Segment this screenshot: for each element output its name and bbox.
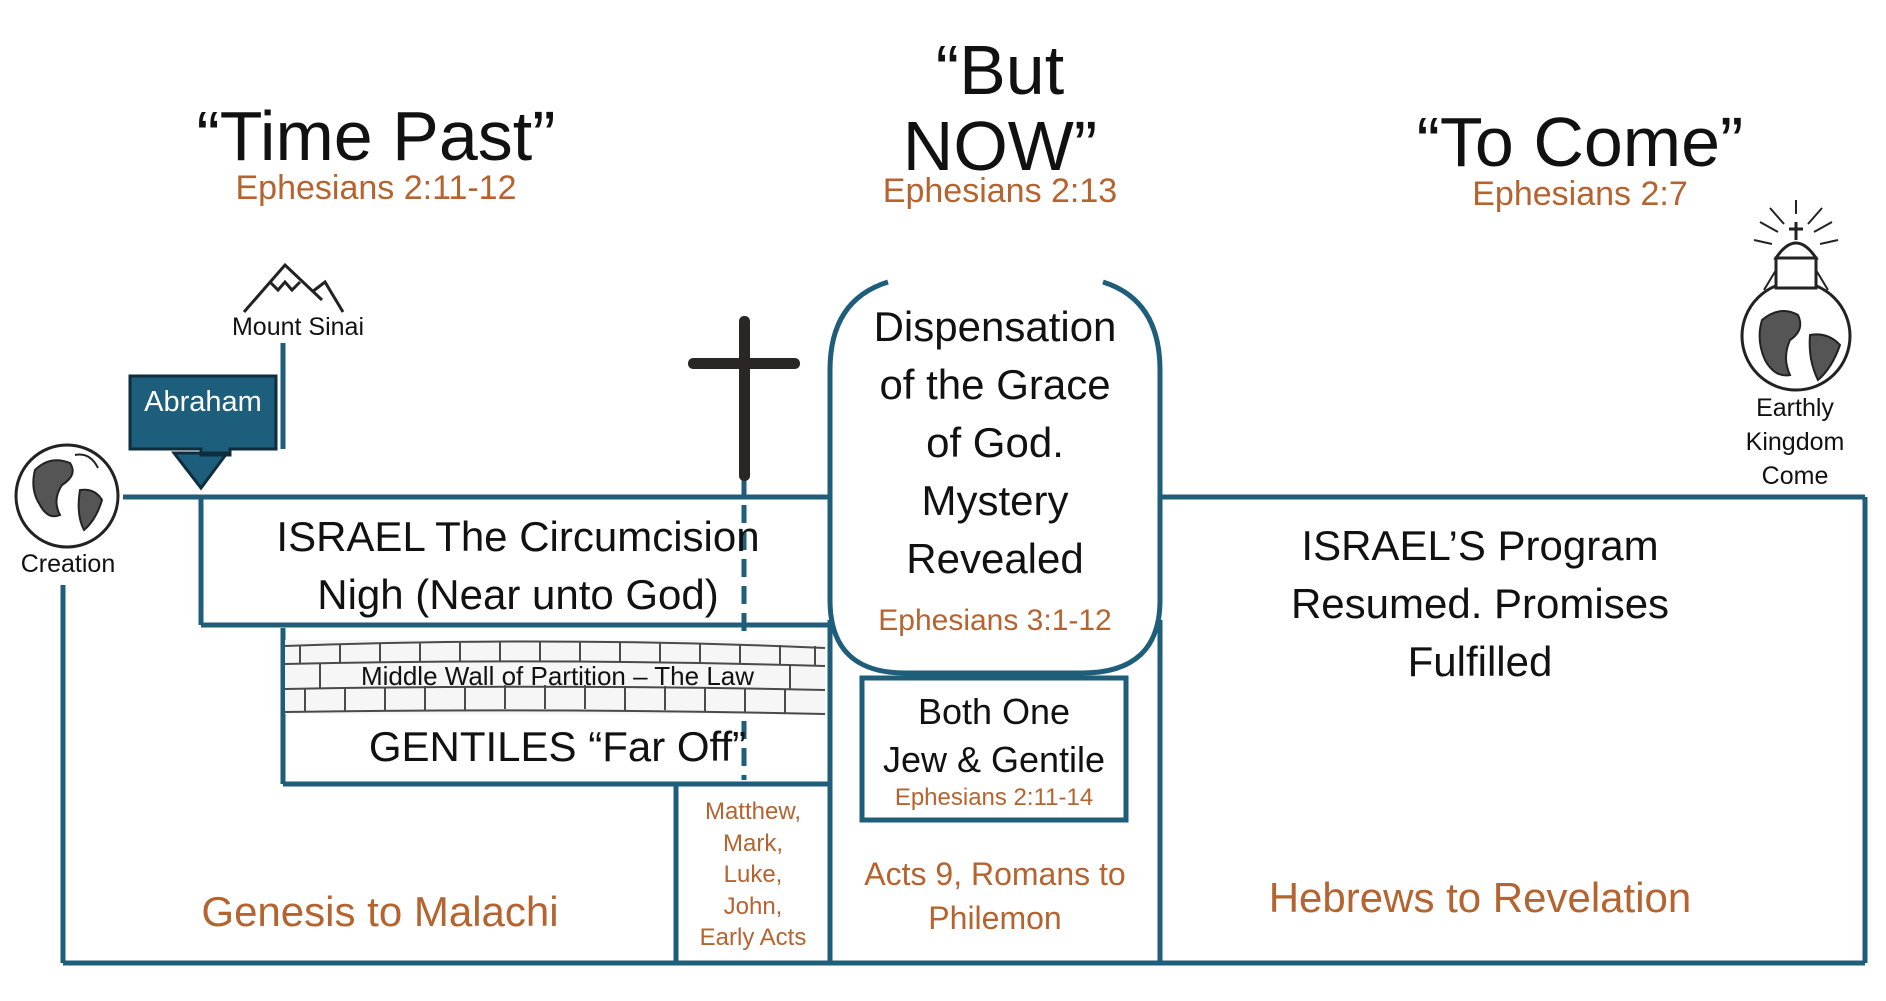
both-one-line2: Jew & Gentile: [882, 739, 1106, 780]
wall-label: Middle Wall of Partition – The Law: [360, 661, 755, 691]
to-come-ref: Ephesians 2:7: [1472, 175, 1688, 213]
mountain-icon: [242, 262, 345, 313]
wall-of-partition: [284, 640, 826, 715]
earthly-kingdom-line1: Earthly: [1756, 394, 1834, 422]
both-one-line1: Both One: [917, 691, 1071, 732]
gospels-line1: Matthew,: [704, 798, 802, 825]
abraham-label: Abraham: [144, 386, 262, 418]
books-ot: Genesis to Malachi: [201, 888, 559, 935]
israel-program-line1: ISRAEL’S Program: [1301, 522, 1659, 569]
both-one-box: [859, 675, 1129, 823]
pauline-line1: Acts 9, Romans to: [864, 856, 1126, 892]
but-now-title-line2: NOW”: [902, 107, 1098, 185]
grace-line1: Dispensation: [873, 303, 1117, 350]
creation-globe-icon: [14, 443, 120, 549]
both-one-text: Both One Jew & Gentile: [866, 688, 1122, 784]
books-pauline: Acts 9, Romans to Philemon: [834, 852, 1156, 940]
books-hebrews: Hebrews to Revelation: [1268, 874, 1692, 921]
israel-program-line3: Fulfilled: [1407, 638, 1553, 685]
israel-program-line2: Resumed. Promises: [1290, 580, 1670, 627]
grace-line3: of God.: [926, 419, 1064, 466]
gospels-line4: John,: [723, 892, 783, 920]
abraham-callout: [128, 374, 278, 491]
gentiles-label: GENTILES “Far Off”: [368, 723, 747, 770]
gospels-line5: Early Acts: [699, 924, 807, 951]
grace-ref: Ephesians 3:1-12: [878, 604, 1112, 637]
grace-line5: Revealed: [906, 535, 1084, 582]
to-come-title: “To Come”: [1416, 103, 1744, 181]
grace-line4: Mystery: [921, 477, 1069, 524]
creation-label: Creation: [20, 550, 116, 578]
earthly-kingdom-label: Earthly Kingdom Come: [1730, 391, 1860, 493]
grace-line2: of the Grace: [879, 361, 1111, 408]
earthly-kingdom-line3: Come: [1761, 462, 1829, 490]
both-one-ref: Ephesians 2:11-14: [894, 784, 1094, 811]
israel-line2: Nigh (Near unto God): [317, 571, 719, 618]
kingdom-globe-icon: [1740, 200, 1852, 392]
israel-line1: ISRAEL The Circumcision: [276, 513, 760, 560]
time-past-title: “Time Past”: [196, 97, 556, 175]
earthly-kingdom-line2: Kingdom: [1745, 428, 1845, 456]
gospels-line3: Luke,: [723, 861, 783, 888]
grace-box-outline: [827, 279, 1163, 676]
pauline-line2: Philemon: [928, 900, 1062, 936]
gospels-line2: Mark,: [723, 829, 783, 857]
but-now-ref: Ephesians 2:13: [882, 172, 1118, 210]
israel-box-text: ISRAEL The Circumcision Nigh (Near unto …: [208, 508, 828, 624]
but-now-title-line1: “But: [935, 31, 1065, 109]
cross-icon: [688, 316, 800, 481]
mount-sinai-label: Mount Sinai: [231, 313, 365, 341]
israel-program-text: ISRAEL’S Program Resumed. Promises Fulfi…: [1200, 517, 1760, 691]
time-past-ref: Ephesians 2:11-12: [235, 169, 517, 207]
grace-box-text: Dispensation of the Grace of God. Myster…: [836, 298, 1154, 588]
books-gospels: Matthew, Mark, Luke, John, Early Acts: [680, 796, 826, 954]
